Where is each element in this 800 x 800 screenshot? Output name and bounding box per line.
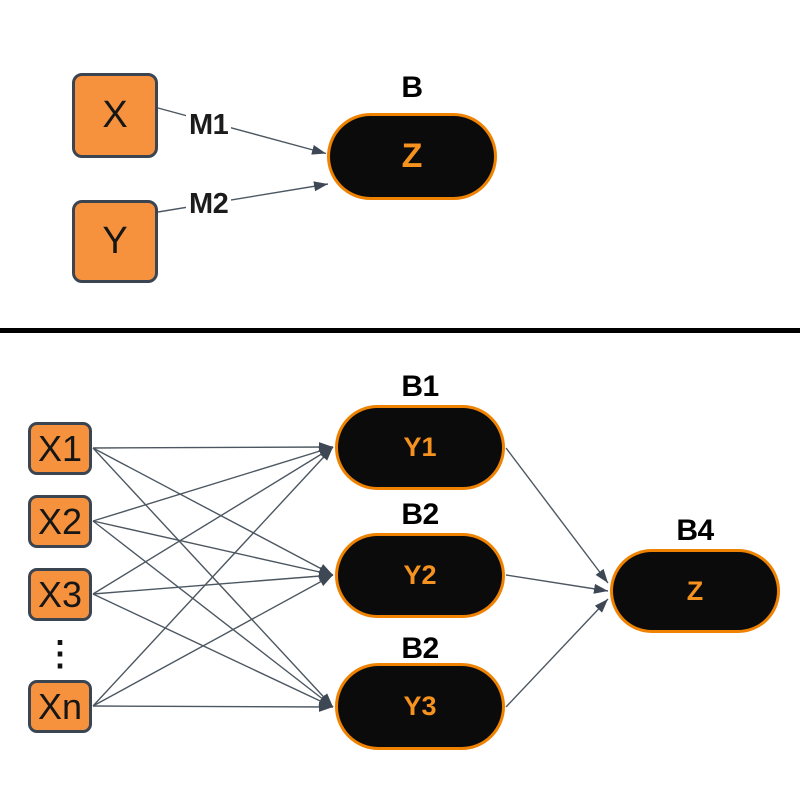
node-z-top: Z (327, 113, 497, 200)
edge-y-z (157, 181, 329, 213)
edge-xn-y3 (92, 701, 334, 712)
node-y2: Y2 (335, 533, 505, 618)
edge-label-m1: M1 (186, 110, 232, 141)
edge-x1-y1 (92, 442, 334, 453)
edge-x3-y1 (92, 446, 334, 595)
node-y2-label: Y2 (403, 560, 437, 590)
edge-x1-y2 (92, 447, 334, 576)
node-z-bottom-label: Z (686, 575, 704, 606)
edge-label-m2: M2 (186, 189, 232, 220)
node-x3: X3 (28, 568, 92, 621)
edge-x-z (157, 107, 327, 155)
node-x2-label: X2 (37, 500, 83, 542)
node-z-bottom: Z (610, 549, 780, 633)
node-y3-title: B2 (401, 632, 439, 665)
node-x1: X1 (28, 422, 92, 475)
section-divider (0, 328, 800, 333)
node-z-bottom-title: B4 (676, 514, 714, 547)
edge-x3-y2 (92, 571, 334, 595)
node-z-top-title: B (401, 71, 423, 104)
edge-y2-z (505, 574, 609, 594)
edge-xn-y2 (92, 574, 334, 707)
node-xn-label: Xn (37, 685, 83, 727)
edge-x2-y2 (92, 520, 334, 577)
node-y3: Y3 (335, 663, 505, 750)
ellipsis-dots: ⋮ (43, 635, 77, 673)
edge-y1-z (505, 447, 609, 584)
node-y1: Y1 (335, 405, 505, 490)
node-z-top-label: Z (401, 137, 423, 175)
node-x1-label: X1 (37, 427, 83, 469)
node-y-label: Y (102, 220, 128, 262)
edge-x2-y1 (92, 446, 334, 522)
node-y3-label: Y3 (403, 691, 437, 721)
node-x3-label: X3 (37, 573, 83, 615)
node-y: Y (72, 200, 158, 283)
edge-x3-y3 (92, 593, 334, 708)
edge-xn-y1 (92, 446, 334, 707)
node-xn: Xn (28, 680, 92, 733)
node-y1-label: Y1 (403, 432, 437, 462)
node-y2-title: B2 (401, 498, 439, 531)
edge-y3-z (505, 598, 609, 708)
node-x-label: X (102, 94, 128, 136)
node-x2: X2 (28, 495, 92, 548)
node-y1-title: B1 (401, 370, 439, 403)
edge-x2-y3 (92, 520, 334, 708)
node-x: X (72, 73, 158, 158)
